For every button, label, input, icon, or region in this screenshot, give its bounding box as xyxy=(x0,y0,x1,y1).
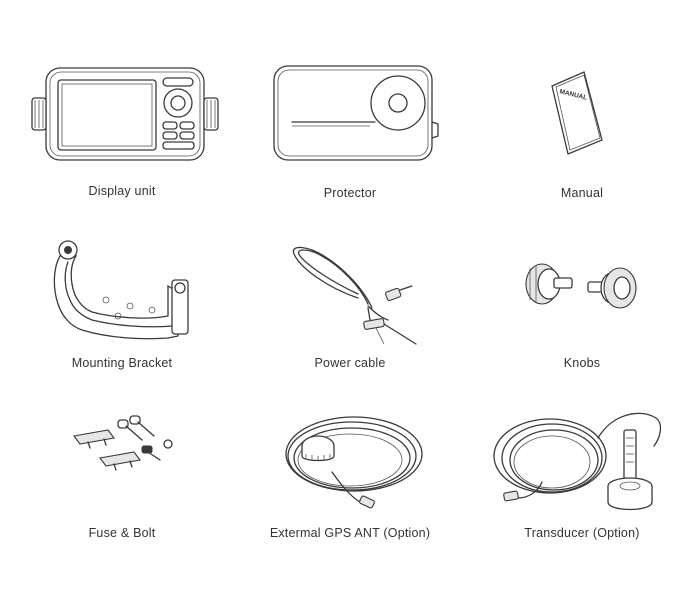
gps-antenna-icon xyxy=(285,416,423,509)
protector-icon xyxy=(273,65,439,161)
fuse-and-bolt-icon xyxy=(73,415,173,471)
item-power-cable: Power cable xyxy=(240,228,460,398)
item-label: Display unit xyxy=(88,184,156,198)
item-label: Transducer (Option) xyxy=(524,526,640,540)
item-label: Protector xyxy=(323,186,377,200)
item-label: Power cable xyxy=(314,356,386,370)
item-gps-antenna: Extermal GPS ANT (Option) xyxy=(240,396,460,566)
item-label: Knobs xyxy=(563,356,601,370)
display-unit-icon xyxy=(31,67,219,161)
item-label: Mounting Bracket xyxy=(71,356,173,370)
item-knobs: Knobs xyxy=(472,228,692,398)
item-label: Fuse & Bolt xyxy=(88,526,156,540)
item-mounting-bracket: Mounting Bracket xyxy=(12,228,232,398)
item-label: Manual xyxy=(560,186,604,200)
knobs-icon xyxy=(525,263,637,309)
manual-icon: MANUAL xyxy=(551,71,603,155)
mounting-bracket-icon xyxy=(53,240,189,340)
item-manual: MANUAL Manual xyxy=(472,40,692,210)
item-label: Extermal GPS ANT (Option) xyxy=(269,526,431,540)
item-display-unit: Display unit xyxy=(12,40,232,210)
power-cable-icon xyxy=(292,246,417,345)
item-protector: Protector xyxy=(240,40,460,210)
item-fuse-and-bolt: Fuse & Bolt xyxy=(12,396,232,566)
transducer-icon xyxy=(493,412,662,511)
item-transducer: Transducer (Option) xyxy=(472,396,692,566)
